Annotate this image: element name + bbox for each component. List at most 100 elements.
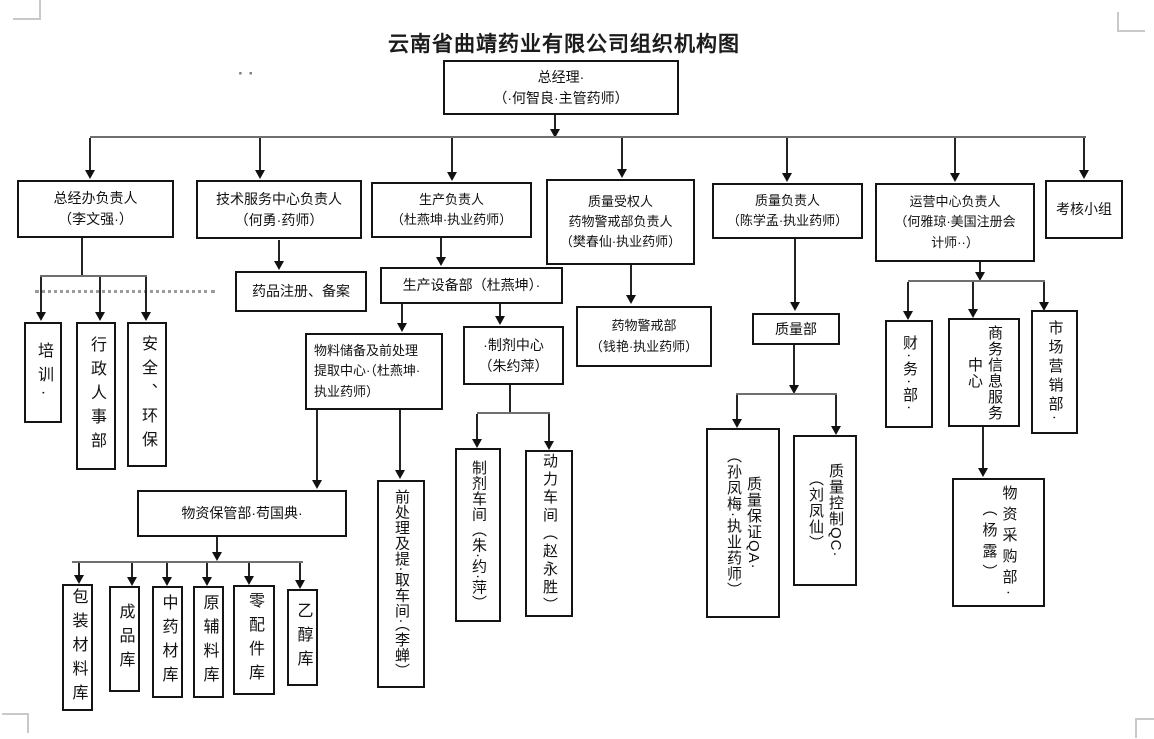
- connector: [736, 395, 738, 419]
- connector-arrowhead: [255, 170, 265, 179]
- connector-arrowhead: [447, 172, 457, 181]
- node-warehouse-ethanol: 乙醇库: [287, 589, 318, 686]
- node-training: 培训·: [24, 322, 62, 423]
- connector-arrowhead: [162, 577, 172, 586]
- node-formulation-center: ·制剂中心 （朱约萍）: [463, 326, 564, 385]
- node-production-head: 生产负责人 （杜燕坤·执业药师）: [371, 182, 532, 238]
- connector-arrowhead: [295, 580, 305, 589]
- connector: [786, 138, 788, 173]
- node-warehouse-packaging-materials: 包装材料库: [62, 584, 93, 711]
- node-warehouse-finished-goods: 成品库: [109, 586, 140, 692]
- connector-arrowhead: [202, 577, 212, 586]
- connector-arrowhead: [141, 312, 151, 321]
- connector-arrowhead: [472, 439, 482, 448]
- connector-arrowhead: [495, 316, 505, 325]
- connector-arrowhead: [212, 552, 222, 561]
- connector: [78, 563, 80, 575]
- connector-arrowhead: [1079, 170, 1089, 179]
- node-finance-dept: 财·务·部·: [885, 320, 933, 428]
- connector: [451, 138, 453, 172]
- connector: [89, 138, 91, 170]
- node-quality-assurance-qa: 质量保证QA· （孙凤梅·执业药师）: [706, 428, 780, 618]
- connector-arrowhead: [312, 480, 322, 489]
- connector-arrowhead: [74, 575, 84, 584]
- connector: [145, 277, 147, 312]
- connector: [316, 410, 318, 480]
- connector: [499, 304, 501, 316]
- connector: [794, 239, 796, 302]
- connector-arrowhead: [831, 426, 841, 435]
- page-corner-mark: [1135, 718, 1137, 738]
- connector-arrowhead: [789, 385, 799, 394]
- node-marketing-dept: 市场营销部·: [1031, 310, 1078, 434]
- connector: [621, 138, 623, 169]
- connector: [835, 395, 837, 426]
- connector: [554, 115, 556, 130]
- node-power-workshop: 动力车间（赵永胜）: [525, 450, 573, 617]
- node-general-manager: 总经理· （·何智良·主管药师）: [443, 60, 679, 115]
- node-warehouse-spare-parts: 零配件库: [233, 585, 275, 695]
- connector-rail: [477, 412, 550, 414]
- connector-rail: [908, 280, 1045, 282]
- connector-arrowhead: [975, 272, 985, 281]
- node-quality-dept: 质量部: [752, 313, 840, 345]
- connector-arrowhead: [395, 470, 405, 479]
- connector-arrowhead: [36, 312, 46, 321]
- connector-arrowhead: [978, 468, 988, 477]
- connector: [509, 385, 511, 413]
- page-corner-mark: [2, 713, 29, 715]
- connector-arrowhead: [732, 419, 742, 428]
- connector: [399, 410, 401, 470]
- connector-arrowhead: [436, 257, 446, 266]
- connector-rail: [736, 393, 837, 395]
- connector: [248, 563, 250, 576]
- connector: [982, 427, 984, 468]
- connector: [907, 282, 909, 311]
- connector-arrowhead: [968, 309, 978, 318]
- chart-title: 云南省曲靖药业有限公司组织机构图: [388, 33, 740, 56]
- connector: [548, 414, 550, 441]
- connector: [954, 138, 956, 173]
- node-material-storage-dept: 物资保管部·苟国典·: [137, 490, 347, 537]
- connector-arrowhead: [244, 576, 254, 585]
- connector: [131, 563, 133, 577]
- node-production-equipment-dept: 生产设备部（杜燕坤）·: [380, 267, 563, 304]
- connector-arrowhead: [85, 170, 95, 179]
- node-pretreatment-extraction-workshop: 前处理及提·取车间·（李蝉）: [377, 480, 425, 688]
- connector-rail: [90, 136, 1086, 138]
- node-gm-office-head: 总经办负责人 （李文强·）: [17, 180, 174, 238]
- connector-arrowhead: [617, 169, 627, 178]
- connector-arrowhead: [626, 295, 636, 304]
- connector: [206, 563, 208, 577]
- connector: [440, 238, 442, 257]
- node-drug-registration: 药品注册、备案: [235, 271, 367, 312]
- page-corner-mark: [13, 18, 41, 20]
- connector-arrowhead: [790, 302, 800, 311]
- connector-arrowhead: [950, 173, 960, 182]
- node-admin-hr-dept: 行政人事部: [76, 322, 116, 470]
- page-corner-mark: [1117, 12, 1119, 32]
- node-formulation-workshop: 制剂车间（朱·约·萍）: [455, 448, 501, 622]
- connector-arrowhead: [550, 129, 560, 138]
- connector: [630, 265, 632, 295]
- node-quality-authorized-person: 质量受权人 药物警戒部负责人 （樊春仙·执业药师）: [546, 179, 695, 265]
- connector: [299, 563, 301, 580]
- formatting-marks: · ·: [238, 64, 255, 83]
- node-tech-service-center-head: 技术服务中心负责人 （何勇·药师）: [196, 180, 362, 239]
- connector: [216, 537, 218, 552]
- node-business-info-service-center: 商务信息服务 中心: [948, 318, 1020, 427]
- page-corner-mark: [27, 713, 29, 733]
- connector: [793, 345, 795, 385]
- node-quality-head: 质量负责人 （陈学孟·执业药师）: [712, 183, 863, 239]
- connector: [979, 262, 981, 273]
- node-quality-control-qc: 质量控制QC· （刘凤仙）: [793, 435, 857, 586]
- node-assessment-team: 考核小组: [1045, 180, 1123, 239]
- connector-arrowhead: [782, 173, 792, 182]
- page-corner-mark: [1135, 718, 1154, 720]
- connector-arrowhead: [274, 261, 284, 270]
- connector: [259, 138, 261, 170]
- connector: [1043, 282, 1045, 302]
- node-material-purchasing-dept: 物资采购部· （杨露）: [952, 478, 1045, 607]
- dotted-divider: [35, 290, 215, 293]
